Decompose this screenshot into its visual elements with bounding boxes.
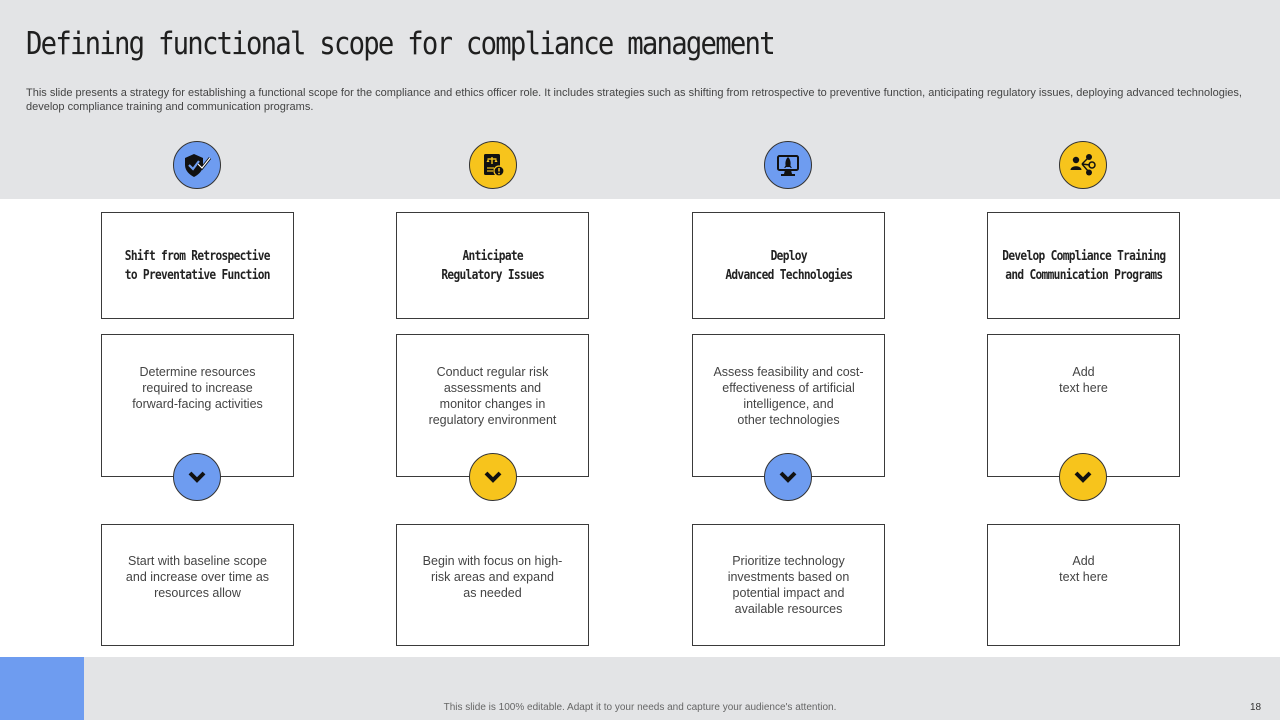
strategy-heading-card: Deploy Advanced Technologies — [692, 212, 885, 319]
strategy-heading-card: Develop Compliance Training and Communic… — [987, 212, 1180, 319]
strategy-heading: Deploy Advanced Technologies — [725, 248, 853, 283]
chevron-down-icon — [173, 453, 221, 501]
slide-title: Defining functional scope for compliance… — [26, 26, 776, 62]
strategy-heading-card: Shift from Retrospective to Preventative… — [101, 212, 294, 319]
rocket-monitor-icon — [764, 141, 812, 189]
strategy-outcome: Start with baseline scope and increase o… — [125, 554, 270, 600]
strategy-outcome-card: Prioritize technology investments based … — [692, 524, 885, 646]
chevron-down-icon — [1059, 453, 1107, 501]
strategy-outcome: Add text here — [1059, 554, 1108, 584]
footer-band — [0, 657, 1280, 720]
strategy-outcome-card: Add text here — [987, 524, 1180, 646]
shield-check-icon — [173, 141, 221, 189]
strategy-heading: Shift from Retrospective to Preventative… — [124, 248, 271, 283]
strategy-heading-card: Anticipate Regulatory Issues — [396, 212, 589, 319]
strategy-outcome-card: Begin with focus on high- risk areas and… — [396, 524, 589, 646]
strategy-outcome-card: Start with baseline scope and increase o… — [101, 524, 294, 646]
footer-note: This slide is 100% editable. Adapt it to… — [443, 702, 837, 713]
chevron-down-icon — [469, 453, 517, 501]
page-number: 18 — [1250, 702, 1262, 713]
chevron-down-icon — [764, 453, 812, 501]
legal-document-icon — [469, 141, 517, 189]
strategy-outcome: Begin with focus on high- risk areas and… — [422, 554, 563, 600]
slide-description: This slide presents a strategy for estab… — [26, 87, 1242, 113]
strategy-outcome: Prioritize technology investments based … — [727, 554, 850, 616]
strategy-detail: Conduct regular risk assessments and mon… — [428, 365, 557, 427]
footer-accent-block — [0, 657, 84, 720]
strategy-detail: Add text here — [1059, 365, 1108, 395]
strategy-detail: Assess feasibility and cost- effectivene… — [713, 365, 864, 427]
strategy-detail: Determine resources required to increase… — [132, 365, 263, 411]
strategy-heading: Anticipate Regulatory Issues — [441, 248, 544, 283]
team-network-icon — [1059, 141, 1107, 189]
strategy-heading: Develop Compliance Training and Communic… — [1001, 248, 1166, 283]
